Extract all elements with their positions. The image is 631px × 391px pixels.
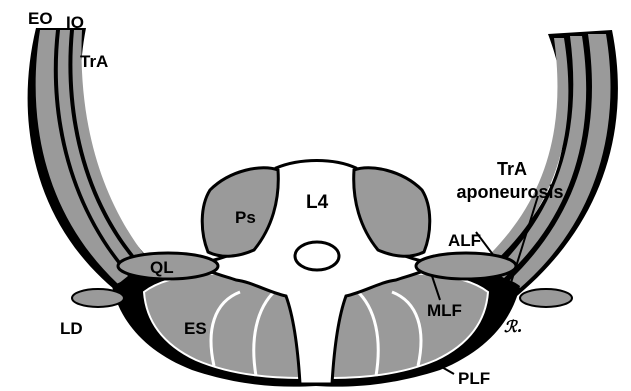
- label-plf: PLF: [458, 369, 490, 388]
- left-latissimus-dorsi-muscle: [72, 289, 124, 307]
- right-quadratus-lumborum-muscle: [416, 253, 516, 279]
- label-tra: TrA: [80, 52, 108, 71]
- label-alf: ALF: [448, 231, 481, 250]
- label-ql: QL: [150, 258, 174, 277]
- label-mlf: MLF: [427, 301, 462, 320]
- label-tra-aponeurosis-line2: aponeurosis: [456, 182, 563, 202]
- label-es: ES: [184, 319, 207, 338]
- label-ld: LD: [60, 319, 83, 338]
- spinal-canal: [295, 242, 339, 270]
- artist-signature: ℛ.: [504, 317, 522, 336]
- right-latissimus-dorsi-muscle: [520, 289, 572, 307]
- label-ps: Ps: [235, 208, 256, 227]
- label-eo: EO: [28, 9, 53, 28]
- label-tra-aponeurosis-line1: TrA: [497, 159, 527, 179]
- plf-leader-line: [440, 366, 454, 374]
- label-io: IO: [66, 13, 84, 32]
- label-l4: L4: [306, 192, 329, 213]
